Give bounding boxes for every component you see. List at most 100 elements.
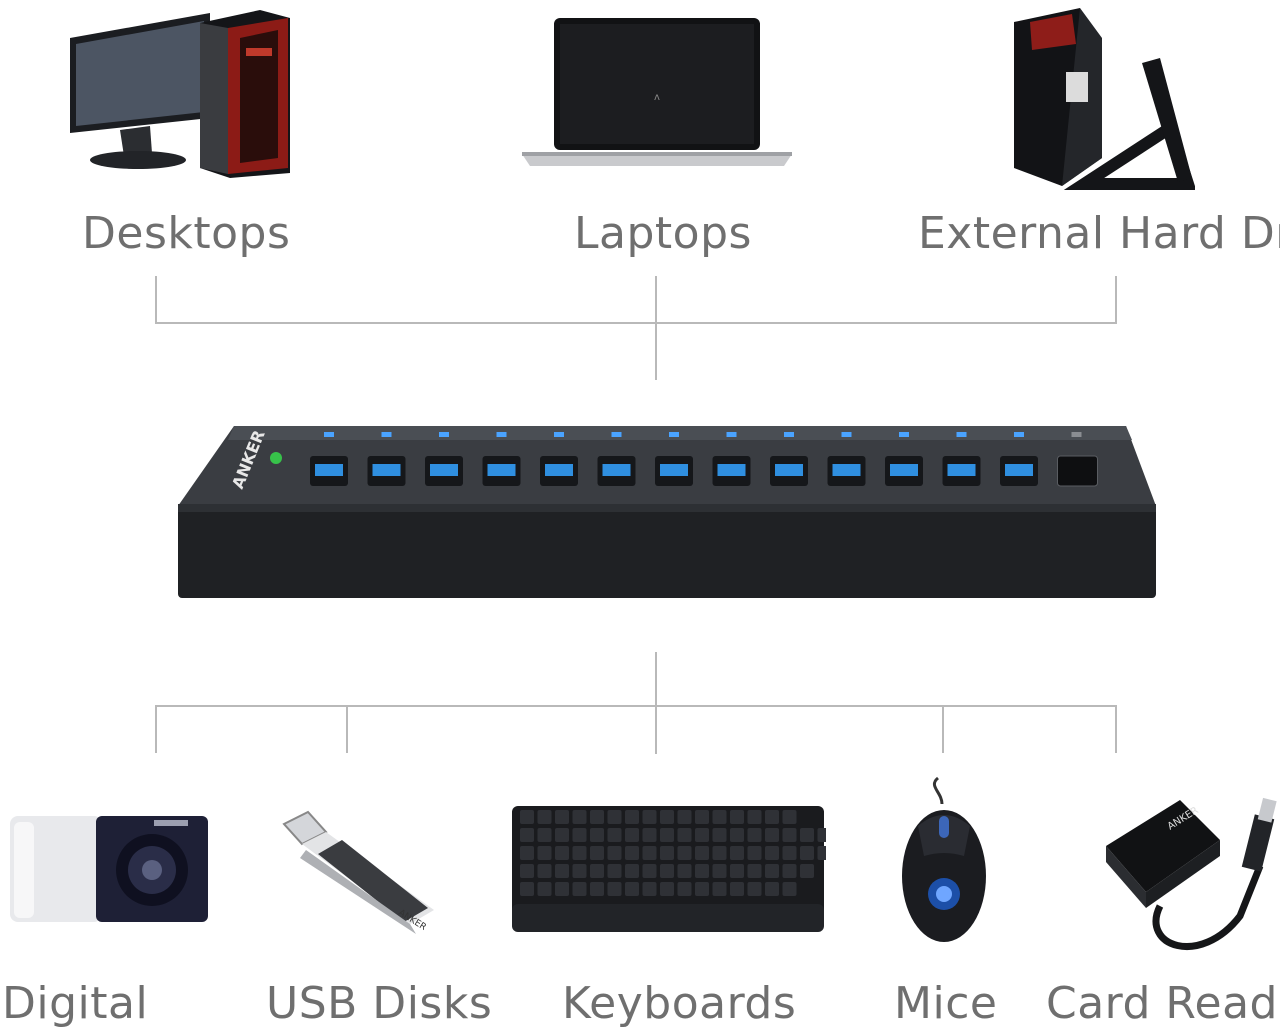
keyboard-key: [572, 882, 587, 896]
connector-top-bar: [155, 322, 1117, 324]
hub-port-led-icon: [1014, 432, 1024, 437]
keyboard-key: [537, 810, 552, 824]
hub-usb3-port-tongue: [775, 464, 803, 476]
keyboard-key: [537, 864, 552, 878]
hub-port-led-icon: [496, 432, 507, 437]
keyboard-key: [677, 810, 692, 824]
hub-usb3-port-tongue: [487, 464, 516, 476]
keyboard-key: [642, 864, 657, 878]
label-keyboards: Keyboards: [562, 978, 797, 1029]
keyboard-key: [747, 864, 762, 878]
keyboard-key: [625, 810, 639, 824]
keyboard-key: [817, 846, 826, 860]
keyboard-key: [520, 846, 534, 860]
keyboard-key: [642, 810, 657, 824]
keyboard-key: [660, 828, 674, 842]
keyboard-key: [555, 810, 569, 824]
keyboard-key: [642, 882, 657, 896]
connector-top-right: [1115, 276, 1117, 323]
keyboard-key: [520, 882, 534, 896]
label-card-readers: Card Reade: [1046, 978, 1280, 1029]
keyboard-key: [765, 846, 779, 860]
keyboard-key: [590, 882, 604, 896]
hub-charging-port: [1057, 455, 1098, 487]
connector-bottom-center: [655, 652, 657, 754]
keyboard-key: [660, 882, 674, 896]
keyboard-key: [607, 864, 622, 878]
keyboard-key: [660, 846, 674, 860]
keyboard-key: [572, 810, 587, 824]
keyboard-key: [747, 810, 762, 824]
keyboard-key: [590, 810, 604, 824]
keyboard-key: [695, 864, 709, 878]
mouse-icon: [898, 776, 990, 946]
keyboard-key: [712, 828, 727, 842]
keyboard-key: [782, 810, 797, 824]
keyboard-key: [625, 882, 639, 896]
card-reader-icon: ANKER: [1100, 796, 1280, 962]
keyboard-key: [677, 828, 692, 842]
hub-port-led-icon: [554, 432, 564, 437]
keyboard-key: [555, 828, 569, 842]
keyboard-key: [712, 882, 727, 896]
keyboard-key: [590, 828, 604, 842]
keyboard-key: [625, 828, 639, 842]
label-mice: Mice: [894, 978, 998, 1029]
keyboard-key: [677, 882, 692, 896]
keyboard-key: [765, 864, 779, 878]
keyboard-key: [695, 846, 709, 860]
keyboard-key: [590, 846, 604, 860]
hub-charge-led-icon: [1071, 432, 1082, 437]
camera-icon: [4, 806, 214, 926]
keyboard-key: [712, 846, 727, 860]
usb-hub-image: ANKER: [176, 420, 1160, 602]
hub-usb3-port-tongue: [717, 464, 746, 476]
hub-port-led-icon: [324, 432, 334, 437]
hub-usb3-port-tongue: [545, 464, 573, 476]
keyboard-key: [677, 864, 692, 878]
hub-port-led-icon: [956, 432, 967, 437]
keyboard-key: [555, 846, 569, 860]
keyboard-icon: [510, 800, 826, 935]
keyboard-key: [660, 864, 674, 878]
keyboard-key: [782, 846, 797, 860]
keyboard-key: [747, 828, 762, 842]
keyboard-key: [695, 882, 709, 896]
keyboard-key: [712, 864, 727, 878]
keyboard-key: [712, 810, 727, 824]
keyboard-key: [642, 846, 657, 860]
keyboard-key: [747, 846, 762, 860]
keyboard-key: [572, 864, 587, 878]
keyboard-key: [607, 846, 622, 860]
keyboard-key: [695, 810, 709, 824]
external-drive-icon: [1010, 8, 1195, 193]
keyboard-key: [800, 828, 814, 842]
keyboard-key: [730, 864, 744, 878]
hub-port-led-icon: [841, 432, 852, 437]
hub-usb3-port-tongue: [832, 464, 861, 476]
keyboard-key: [607, 810, 622, 824]
keyboard-key: [590, 864, 604, 878]
keyboard-key: [782, 882, 797, 896]
keyboard-key: [782, 828, 797, 842]
hub-usb3-port-tongue: [890, 464, 918, 476]
hub-usb3-port-tongue: [660, 464, 688, 476]
hub-power-led-icon: [270, 452, 282, 464]
connector-bottom-bar: [155, 705, 1117, 707]
hub-port-led-icon: [899, 432, 909, 437]
keyboard-key: [747, 882, 762, 896]
label-digital: Digital: [2, 978, 149, 1029]
keyboard-key: [765, 828, 779, 842]
keyboard-key: [642, 828, 657, 842]
hub-port-led-icon: [611, 432, 622, 437]
keyboard-key: [782, 864, 797, 878]
keyboard-key: [625, 864, 639, 878]
connector-bottom-digital: [155, 705, 157, 753]
keyboard-key: [537, 846, 552, 860]
keyboard-key: [625, 846, 639, 860]
keyboard-key: [695, 828, 709, 842]
keyboard-key: [660, 810, 674, 824]
keyboard-key: [572, 846, 587, 860]
keyboard-key: [537, 828, 552, 842]
hub-usb3-port-tongue: [430, 464, 458, 476]
